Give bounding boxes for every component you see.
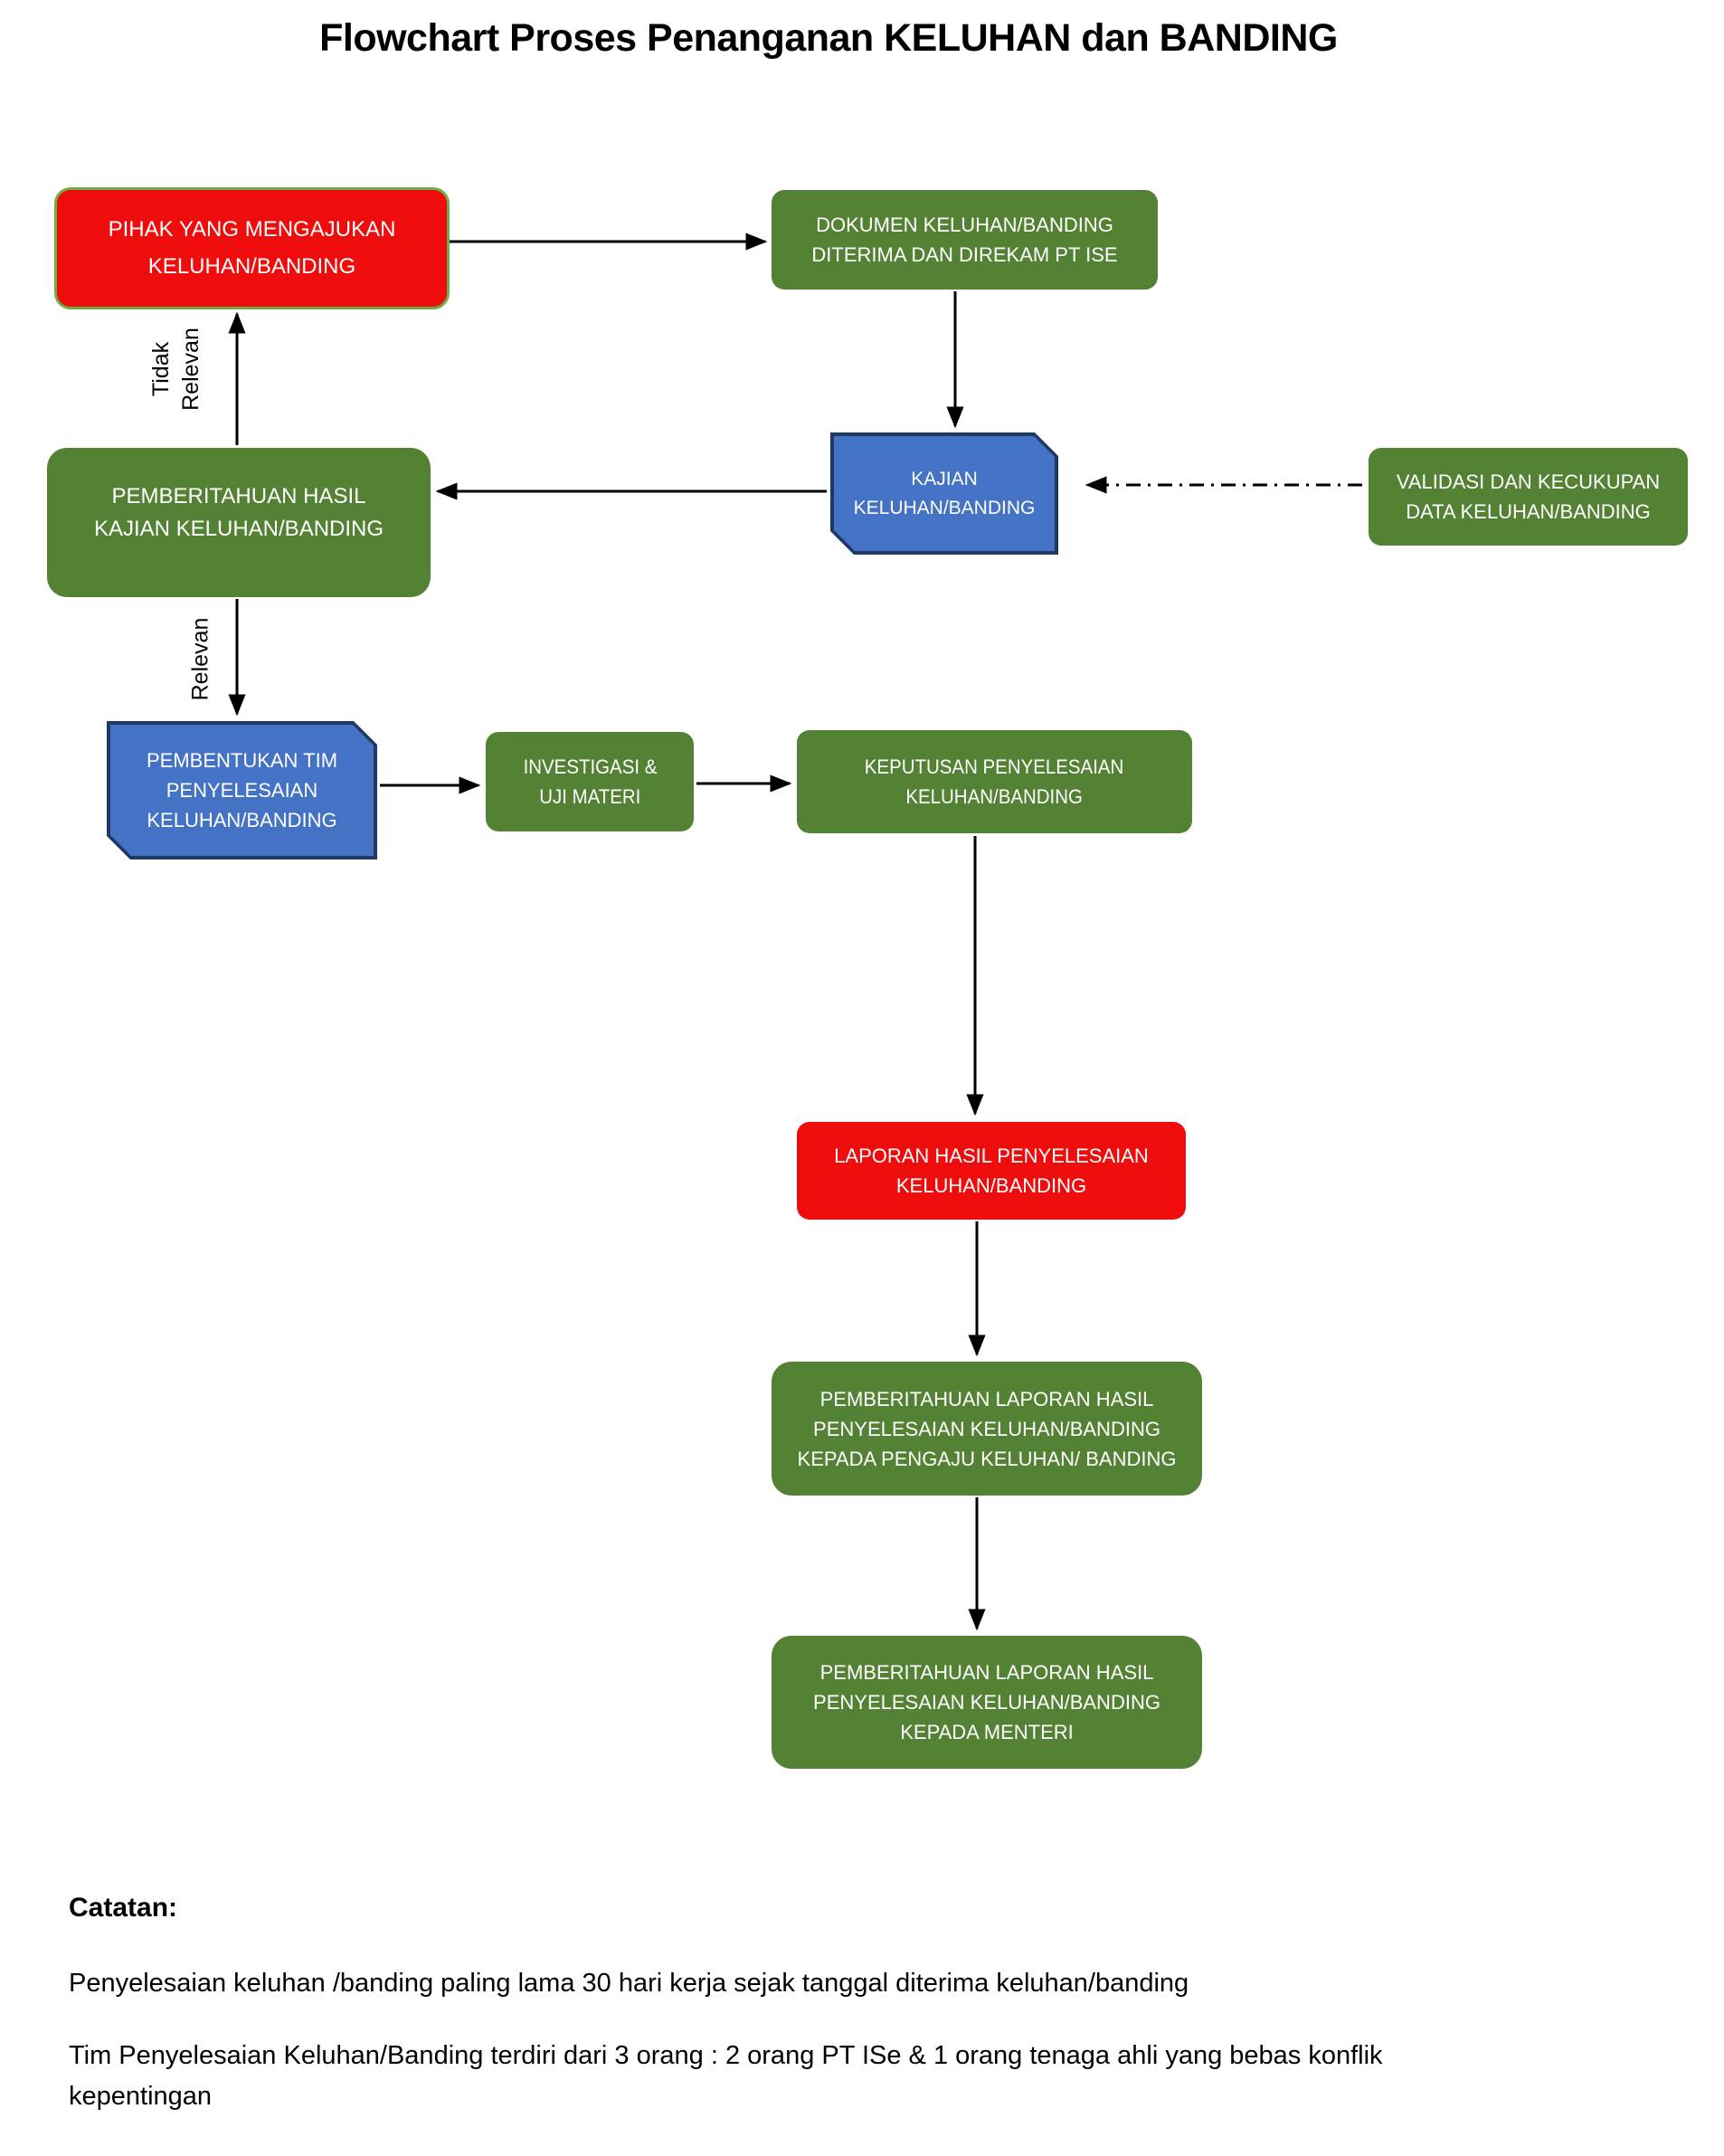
node-pemberitahuan-line2: KAJIAN KELUHAN/BANDING [93, 516, 384, 541]
node-pengaju-line2: PENYELESAIAN KELUHAN/BANDING [813, 1417, 1160, 1440]
node-pembentukan-inner: PEMBENTUKAN TIM PENYELESAIAN KELUHAN/BAN… [110, 725, 374, 856]
node-dokumen-diterima: DOKUMEN KELUHAN/BANDING DITERIMA DAN DIR… [772, 190, 1158, 290]
node-kajian-line2: KELUHAN/BANDING [853, 497, 1036, 518]
edge-label-relevan-text: Relevan [187, 617, 213, 701]
node-pembentukan-line2: PENYELESAIAN [166, 779, 318, 802]
node-pembentukan-line1: PEMBENTUKAN TIM [146, 749, 338, 772]
notes-line-3: kepentingan [69, 2082, 213, 2111]
node-dokumen-line1: DOKUMEN KELUHAN/BANDING [816, 214, 1113, 236]
node-validasi-line1: VALIDASI DAN KECUKUPAN [1396, 470, 1661, 493]
edge-label-tidak-relevan: Tidak Relevan [147, 318, 206, 420]
node-validasi: VALIDASI DAN KECUKUPAN DATA KELUHAN/BAND… [1369, 448, 1688, 546]
node-pemberitahuan-pengaju: PEMBERITAHUAN LAPORAN HASIL PENYELESAIAN… [772, 1362, 1202, 1496]
node-pihak-line2: KELUHAN/BANDING [147, 253, 356, 279]
node-laporan-line1: LAPORAN HASIL PENYELESAIAN [834, 1144, 1149, 1167]
node-pembentukan-line3: KELUHAN/BANDING [147, 809, 337, 831]
node-pengaju-line1: PEMBERITAHUAN LAPORAN HASIL [819, 1387, 1154, 1410]
edge-label-tidak-relevan-line1: Tidak [148, 341, 174, 397]
notes-line-2: Tim Penyelesaian Keluhan/Banding terdiri… [69, 2041, 1383, 2070]
node-investigasi-line2: UJI MATERI [538, 785, 641, 808]
edge-label-relevan: Relevan [186, 609, 216, 710]
node-kajian: KAJIAN KELUHAN/BANDING [830, 432, 1058, 555]
node-keputusan-line2: KELUHAN/BANDING [905, 785, 1084, 808]
node-pihak-line1: PIHAK YANG MENGAJUKAN [108, 216, 396, 242]
edge-label-tidak-relevan-line2: Relevan [177, 328, 204, 411]
node-kajian-inner: KAJIAN KELUHAN/BANDING [834, 436, 1055, 551]
node-menteri-line2: PENYELESAIAN KELUHAN/BANDING [813, 1691, 1160, 1714]
node-pemberitahuan-hasil: PEMBERITAHUAN HASIL KAJIAN KELUHAN/BANDI… [47, 448, 431, 597]
node-validasi-line2: DATA KELUHAN/BANDING [1406, 500, 1651, 523]
node-laporan-hasil: LAPORAN HASIL PENYELESAIAN KELUHAN/BANDI… [797, 1122, 1186, 1220]
node-pembentukan-tim: PEMBENTUKAN TIM PENYELESAIAN KELUHAN/BAN… [107, 721, 377, 860]
node-investigasi: INVESTIGASI & UJI MATERI [486, 732, 694, 831]
page-title: Flowchart Proses Penanganan KELUHAN dan … [319, 16, 1338, 60]
node-laporan-line2: KELUHAN/BANDING [895, 1174, 1087, 1197]
node-menteri-line1: PEMBERITAHUAN LAPORAN HASIL [819, 1661, 1154, 1684]
node-pemberitahuan-line1: PEMBERITAHUAN HASIL [111, 483, 366, 508]
node-investigasi-line1: INVESTIGASI & [523, 755, 657, 778]
node-pengaju-line3: KEPADA PENGAJU KELUHAN/ BANDING [797, 1447, 1177, 1470]
node-pihak-mengajukan: PIHAK YANG MENGAJUKAN KELUHAN/BANDING [54, 187, 450, 309]
notes-line-1: Penyelesaian keluhan /banding paling lam… [69, 1969, 1189, 1998]
node-keputusan-line1: KEPUTUSAN PENYELESAIAN [865, 755, 1124, 778]
node-menteri-line3: KEPADA MENTERI [900, 1721, 1074, 1743]
node-kajian-line1: KAJIAN [911, 469, 978, 489]
notes-heading: Catatan: [69, 1893, 178, 1923]
node-keputusan: KEPUTUSAN PENYELESAIAN KELUHAN/BANDING [797, 730, 1192, 833]
node-dokumen-line2: DITERIMA DAN DIREKAM PT ISE [811, 243, 1118, 266]
node-pemberitahuan-menteri: PEMBERITAHUAN LAPORAN HASIL PENYELESAIAN… [772, 1636, 1202, 1769]
